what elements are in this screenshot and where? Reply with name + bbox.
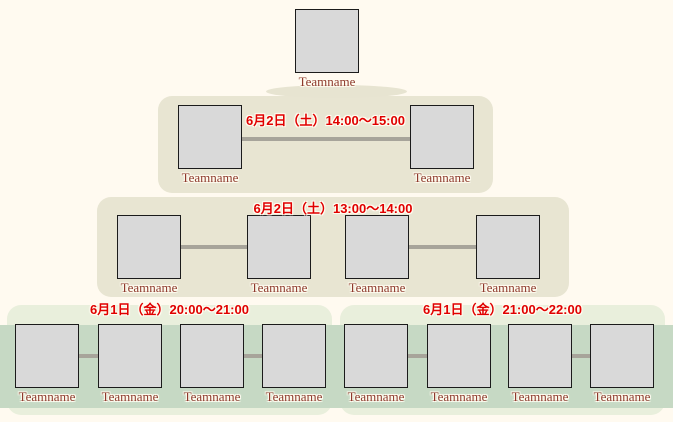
match-connector: [408, 354, 427, 358]
team-label: Teamname: [413, 170, 471, 185]
team-box[interactable]: [410, 105, 474, 169]
team-label: Teamname: [101, 389, 159, 404]
team-box[interactable]: [476, 215, 540, 279]
team-label: Teamname: [479, 280, 537, 295]
round-title-semifinal: 6月2日（土）13:00～14:00: [253, 201, 413, 216]
team-box[interactable]: [262, 324, 326, 388]
champion-team-label: Teamname: [298, 74, 356, 89]
team-label: Teamname: [181, 170, 239, 185]
team-label: Teamname: [120, 280, 178, 295]
match-connector: [242, 137, 410, 141]
round-title-round1-block1: 6月1日（金）20:00～21:00: [90, 302, 249, 317]
match-connector: [244, 354, 262, 358]
round-title-final: 6月2日（土）14:00～15:00: [246, 113, 405, 128]
match-connector: [79, 354, 98, 358]
match-connector: [409, 245, 476, 249]
team-box[interactable]: [178, 105, 242, 169]
team-box[interactable]: [344, 324, 408, 388]
team-box[interactable]: [180, 324, 244, 388]
team-box[interactable]: [590, 324, 654, 388]
champion-pedestal: [266, 85, 407, 98]
team-box[interactable]: [117, 215, 181, 279]
match-connector: [572, 354, 590, 358]
team-label: Teamname: [183, 389, 241, 404]
team-label: Teamname: [347, 389, 405, 404]
match-connector: [181, 245, 247, 249]
team-label: Teamname: [250, 280, 308, 295]
team-box[interactable]: [427, 324, 491, 388]
team-label: Teamname: [18, 389, 76, 404]
team-box[interactable]: [15, 324, 79, 388]
team-box[interactable]: [247, 215, 311, 279]
team-label: Teamname: [348, 280, 406, 295]
team-box[interactable]: [508, 324, 572, 388]
team-label: Teamname: [511, 389, 569, 404]
team-box[interactable]: [345, 215, 409, 279]
team-label: Teamname: [265, 389, 323, 404]
champion-team-box[interactable]: [295, 9, 359, 73]
team-label: Teamname: [593, 389, 651, 404]
round-title-round1-block2: 6月1日（金）21:00～22:00: [423, 302, 582, 317]
team-label: Teamname: [430, 389, 488, 404]
team-box[interactable]: [98, 324, 162, 388]
